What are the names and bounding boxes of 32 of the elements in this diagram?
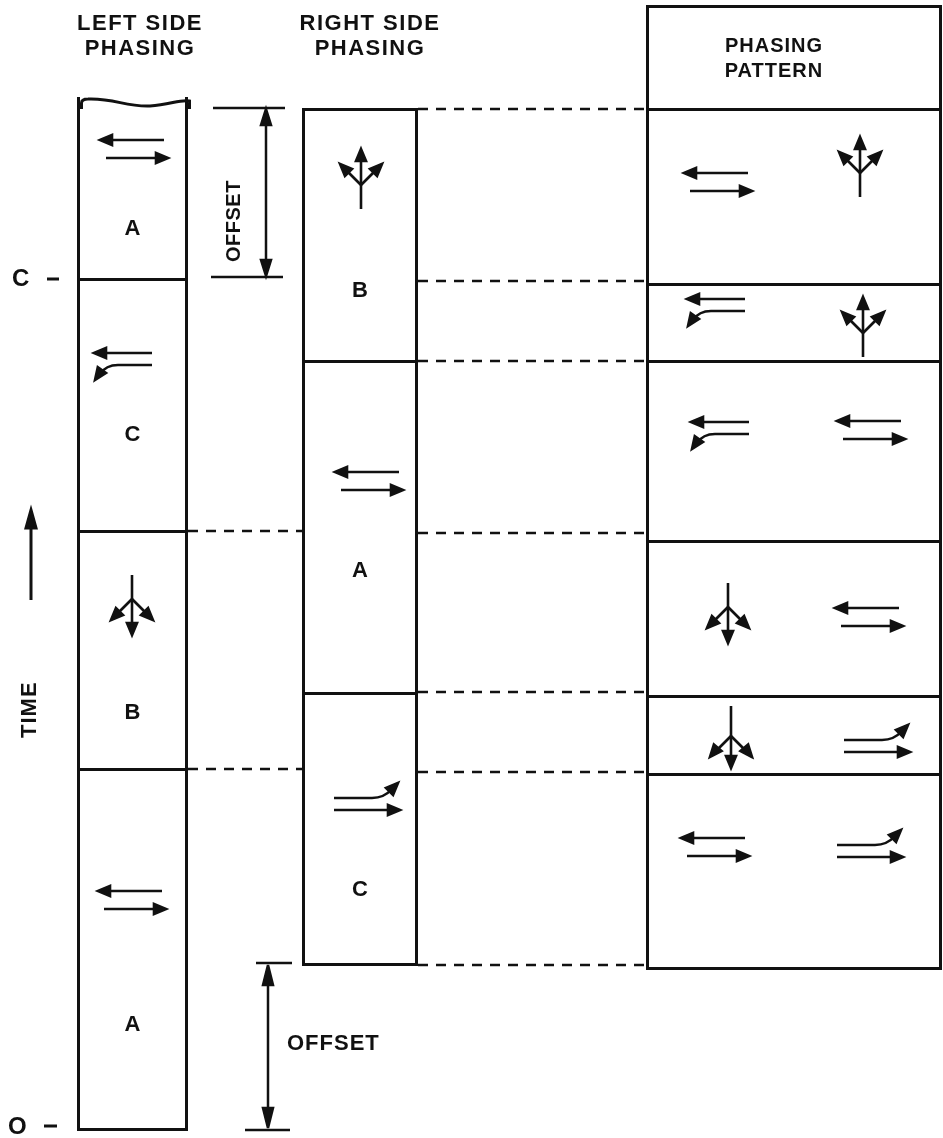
phase-letter: A (123, 1013, 142, 1035)
guide-line (418, 690, 646, 694)
phase-letter: B (351, 279, 369, 301)
table-heading: PHASING PATTERN (723, 33, 825, 83)
phase-interval-box (77, 97, 188, 281)
guide-line (188, 529, 302, 533)
phase-letter: A (123, 217, 142, 239)
guide-line (418, 359, 646, 363)
phase-interval-box (77, 278, 188, 533)
heading-label: LEFT SIDE PHASING (76, 10, 204, 61)
guide-line (418, 107, 646, 111)
phasing-pattern-table (646, 5, 942, 970)
guide-line (188, 767, 302, 771)
guide-line (418, 531, 646, 535)
heading-label: O (8, 1112, 27, 1138)
phase-interval-box (77, 530, 188, 771)
phase-interval-box (302, 360, 418, 695)
axis-label: OFFSET (222, 180, 245, 262)
heading-label: RIGHT SIDE PHASING (298, 10, 442, 61)
phase-letter: C (351, 878, 369, 900)
phase-letter: C (123, 423, 142, 445)
heading-label: OFFSET (287, 1030, 380, 1056)
guide-line (418, 279, 646, 283)
phase-interval-box (77, 768, 188, 1131)
guide-line (418, 963, 646, 967)
phase-letter: B (123, 701, 142, 723)
heading-label: C (12, 264, 30, 292)
guide-line (418, 770, 646, 774)
phase-interval-box (302, 692, 418, 966)
phase-interval-box (302, 108, 418, 363)
phase-letter: A (351, 559, 369, 581)
axis-label: TIME (16, 681, 42, 738)
